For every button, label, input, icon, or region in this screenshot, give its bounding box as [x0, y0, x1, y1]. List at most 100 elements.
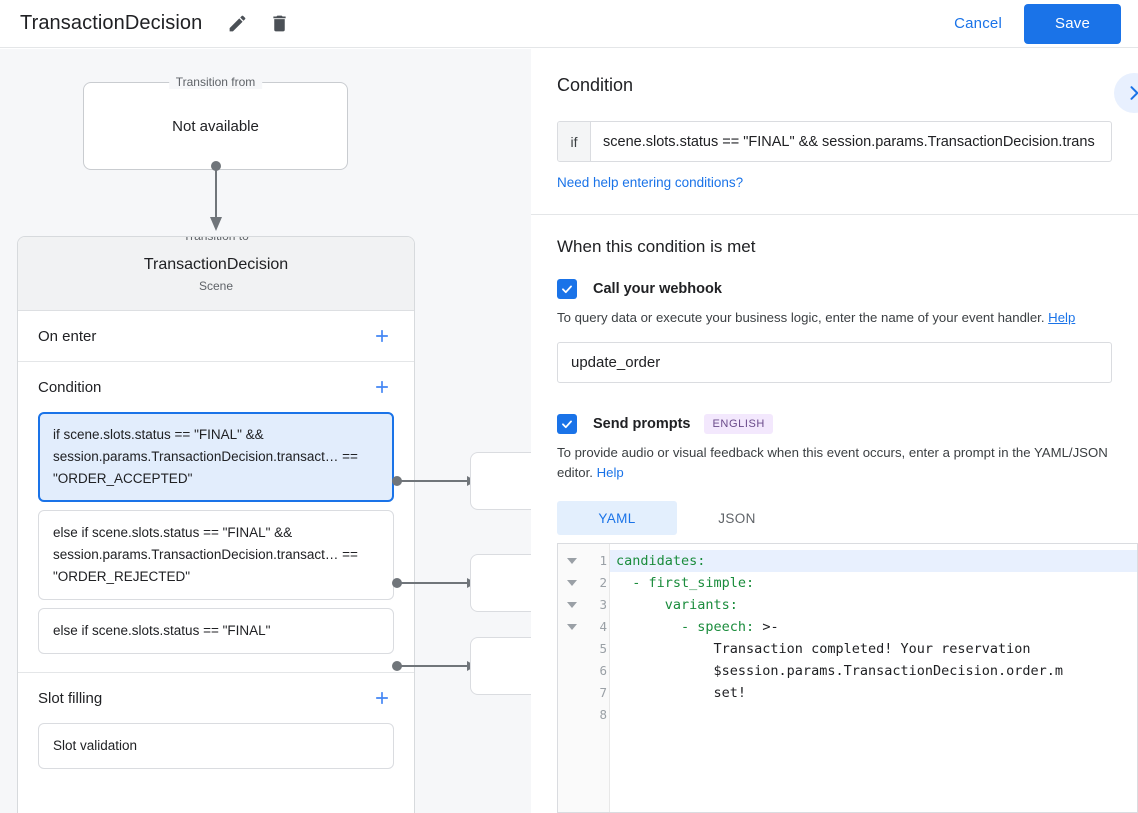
code-token-rest: set! — [616, 685, 747, 701]
fold-toggle-1[interactable] — [558, 550, 586, 572]
scene-title: TransactionDecision — [143, 256, 289, 273]
flow-panel: Transition from Not available Transition… — [0, 49, 531, 813]
scene-header: Transition to TransactionDecision Scene — [18, 237, 414, 311]
plus-icon — [376, 381, 388, 393]
code-content[interactable]: candidates: - first_simple: variants: - … — [610, 544, 1137, 812]
section-title-slot-filling: Slot filling — [38, 689, 103, 707]
trash-icon[interactable] — [266, 11, 292, 37]
prompts-help-link[interactable]: Help — [596, 465, 624, 480]
yaml-code-editor[interactable]: 1 2 3 4 5 6 7 8 candidates: - first_simp… — [557, 543, 1138, 813]
section-header-slot-filling: Slot filling — [38, 673, 394, 723]
code-fold-gutter — [558, 544, 586, 812]
code-token-key: candidates: — [616, 553, 706, 569]
fold-toggle-4[interactable] — [558, 616, 586, 638]
condition-input-row[interactable]: if — [557, 121, 1112, 162]
triangle-down-icon — [567, 580, 577, 586]
condition-input[interactable] — [591, 122, 1111, 161]
section-header-on-enter: On enter — [38, 311, 394, 361]
edge-line — [401, 582, 471, 584]
target-node-2[interactable] — [470, 637, 531, 695]
pencil-icon[interactable] — [224, 11, 250, 37]
save-button[interactable]: Save — [1024, 3, 1121, 44]
tab-json[interactable]: JSON — [677, 501, 797, 535]
transition-from-value: Not available — [172, 117, 259, 135]
plus-icon — [376, 692, 388, 704]
check-icon — [562, 420, 572, 429]
flow-connector-arrow — [210, 161, 222, 231]
triangle-down-icon — [567, 624, 577, 630]
webhook-description-text: To query data or execute your business l… — [557, 310, 1045, 325]
line-number: 3 — [599, 597, 607, 612]
prompts-description: To provide audio or visual feedback when… — [557, 443, 1112, 483]
edge-dot — [392, 661, 402, 671]
condition-card-0[interactable]: if scene.slots.status == "FINAL" && sess… — [38, 412, 394, 502]
section-title-on-enter: On enter — [38, 327, 97, 345]
add-slot-filling-button[interactable] — [370, 686, 394, 710]
when-condition-met-section: When this condition is met Call your web… — [531, 215, 1138, 535]
target-node-0[interactable] — [470, 452, 531, 510]
transition-from-box: Transition from Not available — [83, 75, 348, 170]
transition-from-legend: Transition from — [168, 75, 263, 89]
line-number: 5 — [599, 641, 607, 656]
section-on-enter: On enter — [18, 311, 414, 362]
condition-section: Condition if Need help entering conditio… — [531, 49, 1138, 215]
condition-help-link[interactable]: Need help entering conditions? — [557, 175, 744, 190]
scene-card: Transition to TransactionDecision Scene … — [17, 236, 415, 813]
line-number: 4 — [599, 619, 607, 634]
tab-yaml[interactable]: YAML — [557, 501, 677, 535]
slot-filling-list: Slot validation — [38, 723, 394, 787]
call-webhook-checkbox[interactable] — [557, 279, 577, 299]
condition-if-prefix: if — [558, 122, 591, 161]
send-prompts-block: Send prompts ENGLISH To provide audio or… — [557, 414, 1112, 535]
webhook-handler-input[interactable] — [557, 342, 1112, 383]
line-number: 2 — [599, 575, 607, 590]
check-icon — [562, 285, 572, 294]
code-line — [610, 704, 1137, 726]
webhook-row: Call your webhook — [557, 279, 1112, 299]
cancel-button[interactable]: Cancel — [942, 7, 1014, 40]
triangle-down-icon — [567, 602, 577, 608]
section-condition: Condition if scene.slots.status == "FINA… — [18, 362, 414, 673]
page-title: TransactionDecision — [20, 12, 203, 34]
panel-heading: Condition — [557, 75, 634, 95]
collapse-panel-button[interactable] — [1114, 73, 1138, 113]
triangle-down-icon — [567, 558, 577, 564]
condition-list: if scene.slots.status == "FINAL" && sess… — [38, 412, 394, 672]
language-badge: ENGLISH — [704, 414, 773, 434]
add-on-enter-button[interactable] — [370, 324, 394, 348]
detail-panel: Condition if Need help entering conditio… — [531, 49, 1138, 813]
chevron-right-icon — [1130, 86, 1138, 100]
section-header-condition: Condition — [38, 362, 394, 412]
transition-to-legend: Transition to — [176, 237, 256, 243]
section-title-condition: Condition — [38, 378, 102, 396]
code-token-key: - first_simple: — [616, 575, 755, 591]
line-number: 7 — [599, 685, 607, 700]
condition-card-2[interactable]: else if scene.slots.status == "FINAL" — [38, 608, 394, 654]
edge-dot — [392, 578, 402, 588]
top-bar: TransactionDecision Cancel Save — [0, 0, 1138, 48]
code-line: - speech: >- — [610, 616, 1137, 638]
send-prompts-checkbox[interactable] — [557, 414, 577, 434]
code-token-rest: Transaction completed! Your reservation — [616, 641, 1031, 657]
edge-line — [401, 665, 471, 667]
line-number: 1 — [599, 553, 607, 568]
fold-toggle-2[interactable] — [558, 572, 586, 594]
editor-format-tabs: YAML JSON — [557, 501, 1112, 535]
line-number: 6 — [599, 663, 607, 678]
add-condition-button[interactable] — [370, 375, 394, 399]
prompts-description-text: To provide audio or visual feedback when… — [557, 445, 1108, 480]
webhook-help-link[interactable]: Help — [1048, 310, 1076, 325]
target-node-1[interactable] — [470, 554, 531, 612]
plus-icon — [376, 330, 388, 342]
scene-subtitle: Scene — [198, 279, 234, 293]
slot-validation-card[interactable]: Slot validation — [38, 723, 394, 769]
send-prompts-label: Send prompts — [593, 416, 691, 432]
code-line: set! — [610, 682, 1137, 704]
webhook-description: To query data or execute your business l… — [557, 308, 1112, 328]
condition-card-1[interactable]: else if scene.slots.status == "FINAL" &&… — [38, 510, 394, 600]
send-prompts-row: Send prompts ENGLISH — [557, 414, 1112, 434]
fold-toggle-3[interactable] — [558, 594, 586, 616]
code-token-key: - speech: — [616, 619, 763, 635]
code-line: candidates: — [610, 550, 1137, 572]
code-line: Transaction completed! Your reservation — [610, 638, 1137, 660]
